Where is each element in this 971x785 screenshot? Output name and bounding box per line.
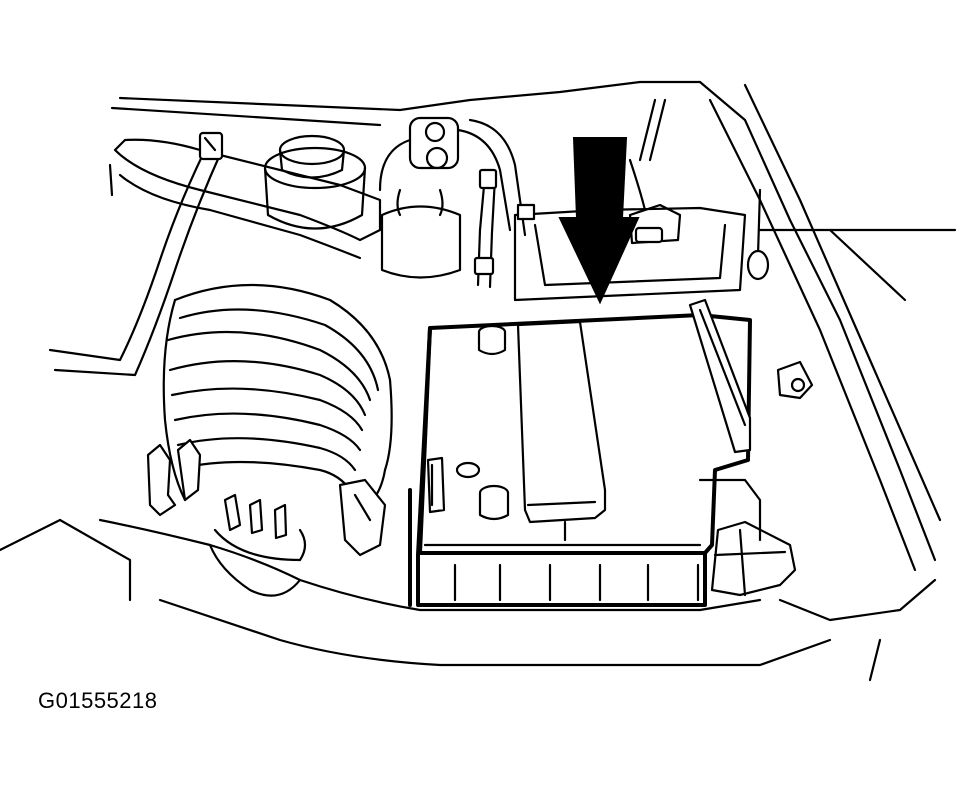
- center-fitting: [378, 116, 527, 237]
- air-intake-hose: [162, 283, 393, 512]
- battery-hold-clip: [426, 456, 446, 514]
- coolant-reservoir: [108, 138, 382, 260]
- battery-cover-panel: [516, 320, 607, 542]
- sensor-right: [746, 188, 814, 400]
- pump-canister: [380, 188, 462, 279]
- reservoir-cap: [263, 134, 367, 230]
- battery-side-rail: [688, 298, 752, 454]
- fender-lower-right: [778, 578, 937, 682]
- battery-bracket: [513, 98, 747, 302]
- hood-frame: [110, 80, 957, 572]
- wiring-harness-left: [48, 131, 224, 377]
- battery-front-bracket: [698, 478, 797, 597]
- battery-vent-cap: [455, 461, 481, 479]
- indicator-arrow: [558, 137, 640, 305]
- connector-wire: [473, 168, 498, 289]
- lower-intake-tube: [0, 493, 832, 667]
- hose-clamp-left: [146, 438, 202, 517]
- battery-terminal-front: [478, 484, 510, 521]
- figure-id-label: G01555218: [38, 688, 158, 713]
- hose-clamp-right: [338, 478, 387, 557]
- battery-terminal-rear: [477, 324, 507, 356]
- battery: [408, 313, 752, 607]
